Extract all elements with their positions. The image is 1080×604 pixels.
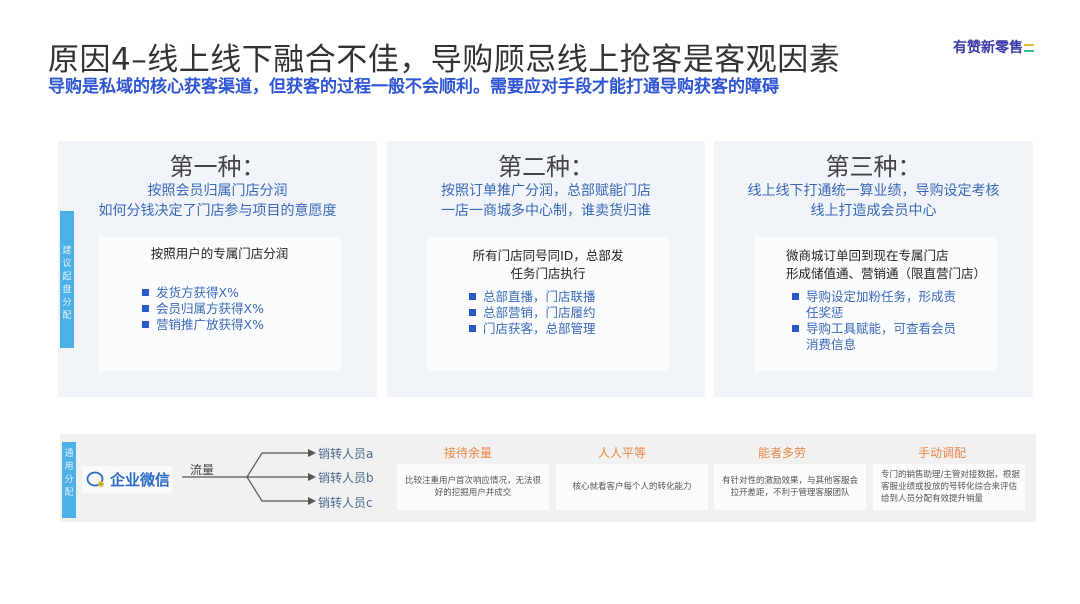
wecom-logo-icon xyxy=(86,471,104,487)
card-title-line: 微商城订单回到现在专属门店 xyxy=(786,248,949,263)
panel-card: 微商城订单回到现在专属门店 形成储值通、营销通（限直营门店） 导购设定加粉任务，… xyxy=(754,237,997,371)
tag-label: 建议起盘分配 xyxy=(62,246,72,321)
bullet-list: 总部直播，门店联播 总部营销，门店履约 门店获客，总部管理 xyxy=(427,289,669,337)
desc-line: 线上线下打通统一算业绩，导购设定考核 xyxy=(747,183,1000,199)
card-title: 按照用户的专属门店分润 xyxy=(98,245,341,263)
wecom-label: 企业微信 xyxy=(110,471,171,489)
desc-line: 按照订单推广分润，总部赋能门店 xyxy=(441,183,651,199)
general-allocation-tag: 通用分配 xyxy=(62,442,76,518)
wecom-logo: 企业微信 xyxy=(82,466,172,493)
card-title-line: 任务门店执行 xyxy=(510,266,586,281)
card-title: 微商城订单回到现在专属门店 形成储值通、营销通（限直营门店） xyxy=(754,247,997,283)
panel-heading: 第三种： xyxy=(825,153,922,181)
panel-card: 所有门店同号同ID，总部发 任务门店执行 总部直播，门店联播 总部营销，门店履约… xyxy=(427,237,669,371)
bullet-item: 营销推广放获得X% xyxy=(142,317,341,333)
option-panel-3: 第三种： 线上线下打通统一算业绩，导购设定考核 线上打造成会员中心 微商城订单回… xyxy=(714,141,1033,397)
bullet-item: 门店获客，总部管理 xyxy=(469,321,669,337)
panel-description: 按照订单推广分润，总部赋能门店 一店一商城多中心制，谁卖货归谁 xyxy=(387,181,705,221)
tag-label: 通用分配 xyxy=(64,449,74,498)
staff-b: 销转人员b xyxy=(318,471,374,485)
bullet-item: 导购设定加粉任务，形成责任奖惩 xyxy=(792,289,962,321)
suggested-allocation-tag: 建议起盘分配 xyxy=(60,211,74,348)
bullet-item: 总部营销，门店履约 xyxy=(469,305,669,321)
desc-line: 线上打造成会员中心 xyxy=(810,203,937,219)
bullet-list: 导购设定加粉任务，形成责任奖惩 导购工具赋能，可查看会员消费信息 xyxy=(754,289,997,353)
panel-heading: 第一种： xyxy=(169,153,266,181)
feature-box: 专门的销售助理/主管对接数据，根据客服业绩或投放的号转化综合来评估给到人员分配有… xyxy=(873,464,1025,510)
card-title-line: 所有门店同号同ID，总部发 xyxy=(472,248,624,263)
panel-card: 按照用户的专属门店分润 发货方获得X% 会员归属方获得X% 营销推广放获得X% xyxy=(98,237,341,371)
brand-name: 有赞新零售 xyxy=(953,40,1023,56)
feature-title: 手动调配 xyxy=(917,446,966,460)
feature-box: 比较注重用户首次响应情况，无法很好的挖掘用户并成交 xyxy=(397,464,549,510)
bullet-item: 总部直播，门店联播 xyxy=(469,289,669,305)
staff-c: 销转人员c xyxy=(318,496,373,510)
feature-title: 能者多劳 xyxy=(757,446,806,460)
card-title-line: 形成储值通、营销通（限直营门店） xyxy=(786,266,987,281)
panel-description: 线上线下打通统一算业绩，导购设定考核 线上打造成会员中心 xyxy=(714,181,1033,221)
feature-box: 有针对性的激励效果，与其他客服会拉开差距，不利于管理客服团队 xyxy=(714,464,866,510)
desc-line: 如何分钱决定了门店参与项目的意愿度 xyxy=(98,203,337,219)
staff-a: 销转人员a xyxy=(318,447,374,461)
option-panel-2: 第二种： 按照订单推广分润，总部赋能门店 一店一商城多中心制，谁卖货归谁 所有门… xyxy=(387,141,705,397)
desc-line: 一店一商城多中心制，谁卖货归谁 xyxy=(441,203,651,219)
feature-title: 人人平等 xyxy=(597,446,646,460)
feature-box: 核心就看客户每个人的转化能力 xyxy=(556,464,708,510)
panel-heading: 第二种： xyxy=(498,153,594,181)
brand-mark-icon xyxy=(1024,44,1034,52)
brand-logo: 有赞新零售 xyxy=(953,37,1034,57)
desc-line: 按照会员归属门店分润 xyxy=(147,183,288,199)
page-title: 原因4–线上线下融合不佳，导购顾忌线上抢客是客观因素 xyxy=(48,42,841,78)
bullet-item: 会员归属方获得X% xyxy=(142,301,341,317)
bullet-item: 导购工具赋能，可查看会员消费信息 xyxy=(792,321,962,353)
flow-label: 流量 xyxy=(190,463,215,477)
page-subtitle: 导购是私域的核心获客渠道，但获客的过程一般不会顺利。需要应对手段才能打通导购获客… xyxy=(48,77,779,97)
bullet-list: 发货方获得X% 会员归属方获得X% 营销推广放获得X% xyxy=(98,285,341,333)
card-title-line: 按照用户的专属门店分润 xyxy=(150,246,289,261)
panel-description: 按照会员归属门店分润 如何分钱决定了门店参与项目的意愿度 xyxy=(58,181,377,221)
card-title: 所有门店同号同ID，总部发 任务门店执行 xyxy=(427,247,669,283)
bullet-item: 发货方获得X% xyxy=(142,285,341,301)
flow-arrows-icon xyxy=(182,449,316,505)
feature-title: 接待余量 xyxy=(443,446,492,460)
option-panel-1: 第一种： 按照会员归属门店分润 如何分钱决定了门店参与项目的意愿度 按照用户的专… xyxy=(58,141,377,397)
